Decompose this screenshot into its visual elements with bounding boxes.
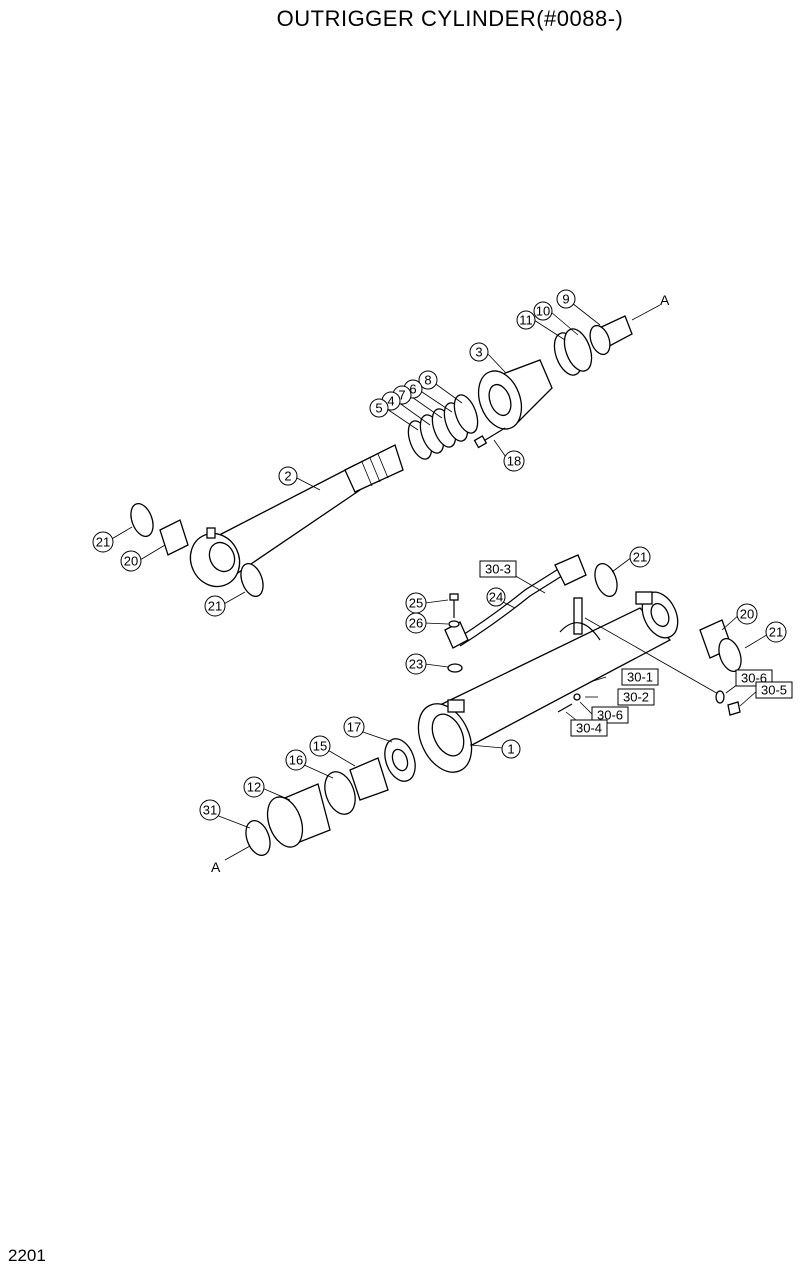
- callout-30-4: 30-4: [570, 719, 608, 737]
- svg-text:17: 17: [347, 720, 361, 735]
- svg-text:23: 23: [409, 657, 423, 672]
- svg-text:3: 3: [475, 345, 482, 360]
- callout-30-6-lower: 30-6: [591, 706, 629, 724]
- callout-30-2: 30-2: [617, 688, 655, 706]
- svg-text:30-4: 30-4: [576, 721, 602, 736]
- callout-30-5: 30-5: [755, 681, 793, 699]
- svg-text:4: 4: [387, 394, 394, 409]
- svg-text:25: 25: [409, 596, 423, 611]
- svg-text:2: 2: [284, 469, 291, 484]
- svg-text:11: 11: [519, 313, 533, 328]
- callout-16: 16: [285, 749, 307, 771]
- svg-text:21: 21: [96, 535, 110, 550]
- piston-group: [245, 738, 416, 856]
- svg-text:21: 21: [769, 625, 783, 640]
- svg-text:9: 9: [562, 292, 569, 307]
- svg-text:20: 20: [740, 607, 754, 622]
- callout-24: 24: [486, 587, 506, 607]
- callout-15: 15: [309, 735, 331, 757]
- callout-26: 26: [405, 612, 427, 634]
- svg-text:12: 12: [247, 780, 261, 795]
- callout-21-tube-right: 21: [765, 621, 787, 643]
- pipe-mount-bolt: [447, 593, 463, 673]
- callout-1: 1: [501, 739, 521, 759]
- svg-text:21: 21: [208, 599, 222, 614]
- svg-text:7: 7: [398, 388, 405, 403]
- gland-bolt: [473, 427, 506, 449]
- callout-20-tube: 20: [736, 603, 758, 625]
- svg-text:6: 6: [409, 382, 416, 397]
- tube-end-bushings: [594, 563, 742, 672]
- svg-text:30-1: 30-1: [627, 670, 653, 685]
- reference-mark-a-upper: A: [660, 292, 670, 308]
- callout-21-rod-right: 21: [204, 595, 226, 617]
- callout-31: 31: [199, 799, 221, 821]
- svg-text:15: 15: [313, 739, 327, 754]
- cylinder-tube: [417, 591, 679, 773]
- svg-text:24: 24: [489, 590, 503, 605]
- svg-text:30-3: 30-3: [485, 562, 511, 577]
- pipe-clamp: [557, 597, 741, 716]
- callout-10: 10: [533, 301, 553, 321]
- callout-30-3: 30-3: [479, 560, 517, 578]
- rod-gland: [477, 359, 553, 430]
- svg-text:8: 8: [424, 373, 431, 388]
- svg-text:5: 5: [375, 401, 382, 416]
- page-number: 2201: [8, 1246, 46, 1265]
- piston-rod: [189, 444, 404, 588]
- hydraulic-pipe: [444, 554, 587, 649]
- callout-23: 23: [405, 653, 427, 675]
- svg-text:31: 31: [203, 803, 217, 818]
- callout-17: 17: [343, 716, 365, 738]
- rod-seal-set: [407, 394, 479, 460]
- svg-text:21: 21: [633, 550, 647, 565]
- callout-25: 25: [405, 592, 427, 614]
- diagram-title: OUTRIGGER CYLINDER(#0088-): [276, 6, 624, 31]
- rod-end-bushing-group: [553, 315, 633, 376]
- svg-text:18: 18: [507, 454, 521, 469]
- callout-12: 12: [243, 776, 265, 798]
- svg-text:16: 16: [289, 753, 303, 768]
- svg-text:30-6: 30-6: [597, 708, 623, 723]
- rod-eye-bushings: [130, 503, 264, 597]
- svg-text:30-5: 30-5: [761, 683, 787, 698]
- callout-11: 11: [516, 310, 536, 330]
- callout-21-rod-left: 21: [92, 531, 114, 553]
- svg-text:30-2: 30-2: [623, 690, 649, 705]
- svg-text:10: 10: [536, 304, 550, 319]
- callout-18: 18: [503, 450, 525, 472]
- svg-text:20: 20: [124, 554, 138, 569]
- svg-text:26: 26: [409, 616, 423, 631]
- callout-21-tube-left: 21: [629, 546, 651, 568]
- callout-20-rod: 20: [120, 550, 142, 572]
- svg-text:1: 1: [507, 742, 514, 757]
- callout-2: 2: [278, 466, 298, 486]
- callout-3: 3: [469, 342, 489, 362]
- callout-30-1: 30-1: [621, 668, 659, 686]
- callout-9: 9: [556, 289, 576, 309]
- callout-8: 8: [418, 370, 438, 390]
- reference-mark-a-lower: A: [211, 859, 221, 875]
- callout-5: 5: [369, 398, 389, 418]
